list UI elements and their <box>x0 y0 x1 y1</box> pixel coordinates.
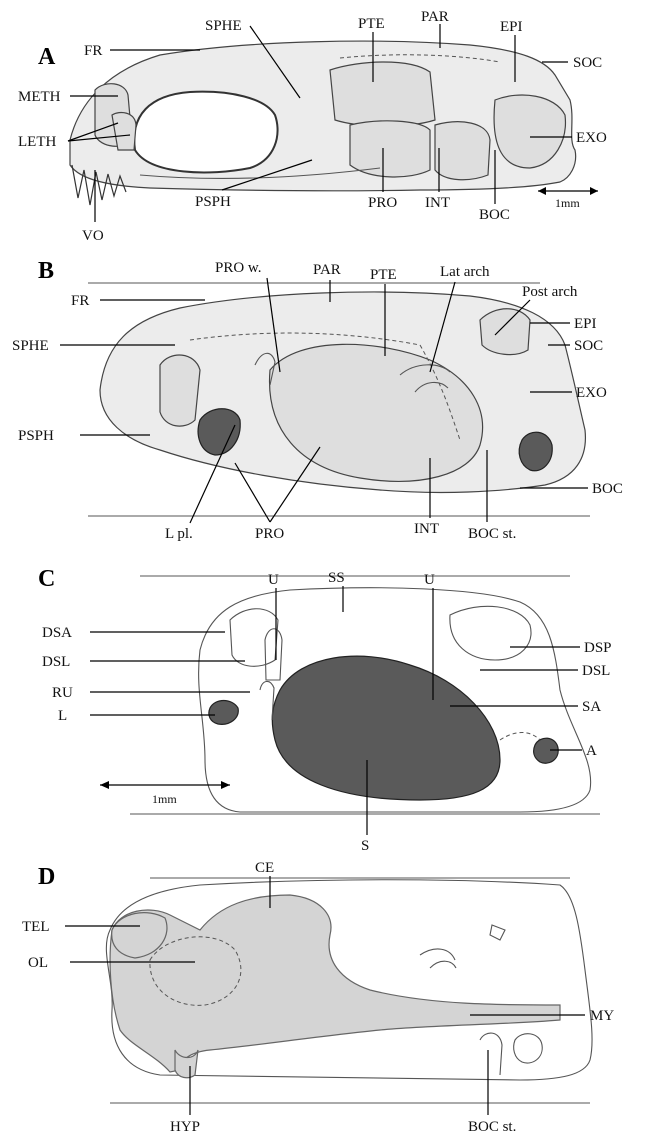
panel-d-letter: D <box>38 864 55 890</box>
panel-c-label-ss: SS <box>328 570 345 586</box>
panel-c-asteriscus <box>534 738 559 763</box>
panel-d-foramen <box>514 1034 543 1063</box>
panel-c-label-u-left: U <box>268 572 279 588</box>
panel-a-label-pte: PTE <box>358 16 385 32</box>
panel-c-recess <box>260 681 274 720</box>
panel-b-posterior-arch <box>480 309 530 355</box>
panel-b-label-int: INT <box>414 521 439 537</box>
panel-a-intercalar <box>435 122 490 180</box>
panel-c-scale-label: 1mm <box>152 792 177 806</box>
panel-b-label-fr: FR <box>71 293 89 309</box>
panel-b-label-boc-st: BOC st. <box>468 526 516 542</box>
panel-d-canal-1 <box>420 949 456 968</box>
panel-a-label-pro: PRO <box>368 195 397 211</box>
panel-d-brain <box>110 895 560 1072</box>
panel-b-label-boc: BOC <box>592 481 623 497</box>
panel-b-label-epi: EPI <box>574 316 597 332</box>
panel-c-letter: C <box>38 566 55 592</box>
panel-a-pterotic <box>330 62 435 126</box>
panel-b: B PRO w. PAR PTE Lat arch <box>12 258 623 542</box>
panel-d: D CE TEL OL MY HYP BOC st. <box>22 860 614 1135</box>
panel-b-label-par: PAR <box>313 262 341 278</box>
panel-a: A 1mm FR SPHE <box>18 9 607 244</box>
panel-b-label-exo: EXO <box>576 385 607 401</box>
panel-c-label-s: S <box>361 838 369 854</box>
panel-c-label-dsl-left: DSL <box>42 654 70 670</box>
panel-d-label-tel: TEL <box>22 919 50 935</box>
panel-a-label-meth: METH <box>18 89 61 105</box>
panel-a-label-psph: PSPH <box>195 194 231 210</box>
panel-c-label-ru: RU <box>52 685 73 701</box>
panel-a-orbit <box>134 92 277 173</box>
panel-b-label-lat-arch: Lat arch <box>440 264 490 280</box>
panel-c-anterior-canal <box>230 609 278 667</box>
panel-c-label-sa: SA <box>582 699 601 715</box>
panel-b-posterior-pit <box>519 432 552 471</box>
panel-c-saccule <box>272 656 500 800</box>
panel-a-label-int: INT <box>425 195 450 211</box>
panel-c-lagena <box>209 701 238 725</box>
panel-c-label-dsa: DSA <box>42 625 72 641</box>
panel-a-label-par: PAR <box>421 9 449 25</box>
panel-d-label-ce: CE <box>255 860 274 876</box>
panel-d-posterior-process <box>480 1033 502 1075</box>
panel-b-sphenotic-process <box>160 355 200 426</box>
panel-b-label-pro: PRO <box>255 526 284 542</box>
panel-b-label-psph: PSPH <box>18 428 54 444</box>
panel-b-label-l-pl: L pl. <box>165 526 193 542</box>
panel-a-scale-label: 1mm <box>555 196 580 210</box>
panel-a-label-soc: SOC <box>573 55 602 71</box>
panel-c-label-dsp: DSP <box>584 640 612 656</box>
panel-b-letter: B <box>38 258 54 284</box>
panel-b-label-pro-w: PRO w. <box>215 260 262 276</box>
panel-a-letter: A <box>38 44 56 70</box>
panel-b-label-pte: PTE <box>370 267 397 283</box>
panel-a-label-exo: EXO <box>576 130 607 146</box>
panel-a-label-vo: VO <box>82 228 104 244</box>
panel-a-label-sphe: SPHE <box>205 18 242 34</box>
panel-c-label-l: L <box>58 708 67 724</box>
panel-a-label-fr: FR <box>84 43 102 59</box>
panel-c-label-u-right: U <box>424 572 435 588</box>
panel-c-dashed-margin <box>500 733 540 741</box>
panel-a-label-leth: LETH <box>18 134 56 150</box>
panel-b-label-sphe: SPHE <box>12 338 49 354</box>
panel-d-label-my: MY <box>590 1008 614 1024</box>
panel-d-label-boc-st: BOC st. <box>468 1119 516 1135</box>
panel-c-utricle-left <box>265 629 282 680</box>
panel-a-prootic <box>350 121 430 177</box>
panel-c-label-dsl-right: DSL <box>582 663 610 679</box>
panel-d-label-ol: OL <box>28 955 48 971</box>
panel-b-label-post-arch: Post arch <box>522 284 578 300</box>
panel-a-label-boc: BOC <box>479 207 510 223</box>
panel-a-label-epi: EPI <box>500 19 523 35</box>
panel-d-label-hyp: HYP <box>170 1119 200 1135</box>
panel-c: C 1mm U SS U DSA DSP DSL DSL <box>38 566 612 854</box>
panel-b-label-soc: SOC <box>574 338 603 354</box>
panel-d-canal-2 <box>490 925 505 940</box>
panel-c-posterior-canal <box>450 606 531 660</box>
panel-c-label-a: A <box>586 743 597 759</box>
